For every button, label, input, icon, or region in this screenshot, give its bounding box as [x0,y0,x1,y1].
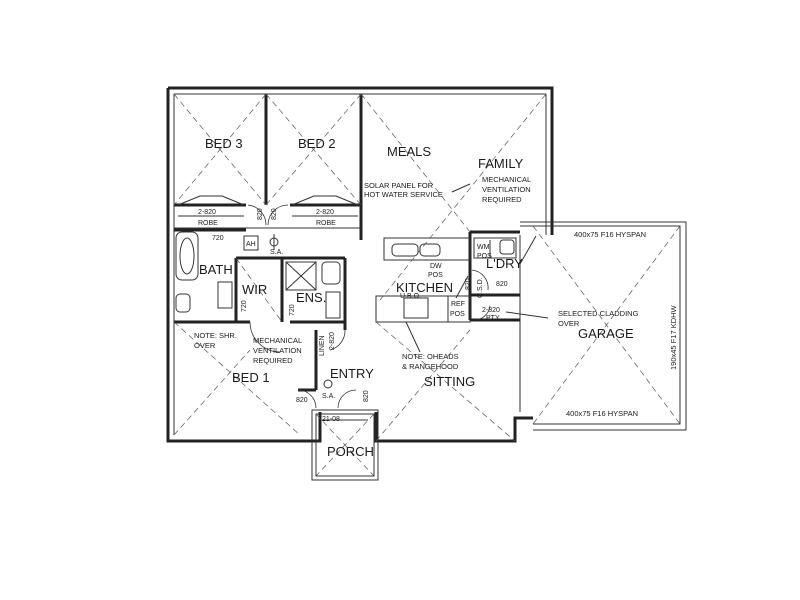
label-ah: AH [246,241,256,248]
note-mech-family-line3: REQUIRED [482,195,522,204]
robe-symbols [177,195,359,217]
label-pty: PTY [486,315,500,322]
room-label-garage: GARAGE [578,326,634,341]
porch-outline [311,409,379,481]
note-mech-ens-line1: MECHANICAL [253,336,302,345]
label-wm: WM [477,244,490,251]
note-mech-family-line1: MECHANICAL [482,175,531,184]
label-porch-door: 21-08 [322,416,340,423]
label-sa-top: S.A. [270,249,283,256]
leader-lines [405,183,549,353]
door-swings [247,204,491,409]
note-oheads-line1: NOTE: OHEADS [402,352,459,361]
room-label-entry: ENTRY [330,366,374,381]
label-pos-dw: POS [428,272,443,279]
room-label-bath: BATH [199,262,233,277]
note-mech-family-line2: VENTILATION [482,185,531,194]
label-ubo: U.B.O. [400,293,421,300]
annotations: SOLAR PANEL FOR HOT WATER SERVICE MECHAN… [194,175,678,418]
label-sa-entry: S.A. [322,393,335,400]
label-door-820-ldry: 820 [496,281,508,288]
room-label-linen: LINEN [319,335,326,356]
sa-symbols [243,234,333,389]
bath-fixtures [175,231,341,319]
room-label-wir: WIR [242,282,267,297]
room-labels: BED 3 BED 2 MEALS FAMILY BATH WIR ENS. K… [199,136,634,459]
note-cladding-line2: OVER [558,319,580,328]
label-door-720-bath: 720 [212,235,224,242]
kitchen-benches [375,237,517,323]
label-pty-size: 2-820 [482,307,500,314]
note-mech-ens-line2: VENTILATION [253,346,302,355]
label-door-720-ens: 720 [289,304,296,316]
label-pos-wm: POS [477,253,492,260]
note-cladding-line1: SELECTED CLADDING [558,309,639,318]
label-robe-bed3-size: 2-820 [198,209,216,216]
room-label-family: FAMILY [478,156,524,171]
interior-walls [174,94,520,392]
room-label-bed2: BED 2 [298,136,336,151]
note-hyspan-top: 400x75 F16 HYSPAN [574,230,646,239]
note-mech-ens-line3: REQUIRED [253,356,293,365]
label-door-820-b: 820 [271,208,278,220]
note-hyspan-bottom: 400x75 F16 HYSPAN [566,409,638,418]
room-label-meals: MEALS [387,144,431,159]
label-robe-bed2: ROBE [316,220,336,227]
note-solar-line1: SOLAR PANEL FOR [364,181,434,190]
garage-outline [520,221,687,431]
label-door-820-entry-right: 820 [363,390,370,402]
note-shr-line1: NOTE: SHR. [194,331,237,340]
room-label-ens: ENS. [296,290,326,305]
label-door-720-wir: 720 [241,300,248,312]
room-label-bed1: BED 1 [232,370,270,385]
note-kdhw: 190x45 F17 KDHW [669,304,678,370]
note-shr-line2: OVER [194,341,216,350]
room-label-bed3: BED 3 [205,136,243,151]
label-pos-ref: POS [450,311,465,318]
room-label-kitchen: KITCHEN [396,280,453,295]
room-label-sitting: SITTING [424,374,475,389]
label-door-820-entry-left: 820 [296,397,308,404]
label-dw: DW [430,263,442,270]
label-ref: REF [451,301,465,308]
label-robe-bed3: ROBE [198,220,218,227]
label-door-820-a: 820 [257,208,264,220]
room-label-porch: PORCH [327,444,374,459]
ceiling-lines [173,93,547,442]
room-label-ldry: L'DRY [486,256,523,271]
small-labels: 2-820 ROBE 2-820 ROBE 820 820 720 AH S.A… [198,208,508,423]
note-oheads-line2: & RANGEHOOD [402,362,459,371]
label-linen-size: 2-820 [329,332,336,350]
label-door-820-csd: 820 [465,278,472,290]
label-robe-bed2-size: 2-820 [316,209,334,216]
label-csd: C.S.D. [477,277,484,298]
note-solar-line2: HOT WATER SERVICE [364,190,443,199]
